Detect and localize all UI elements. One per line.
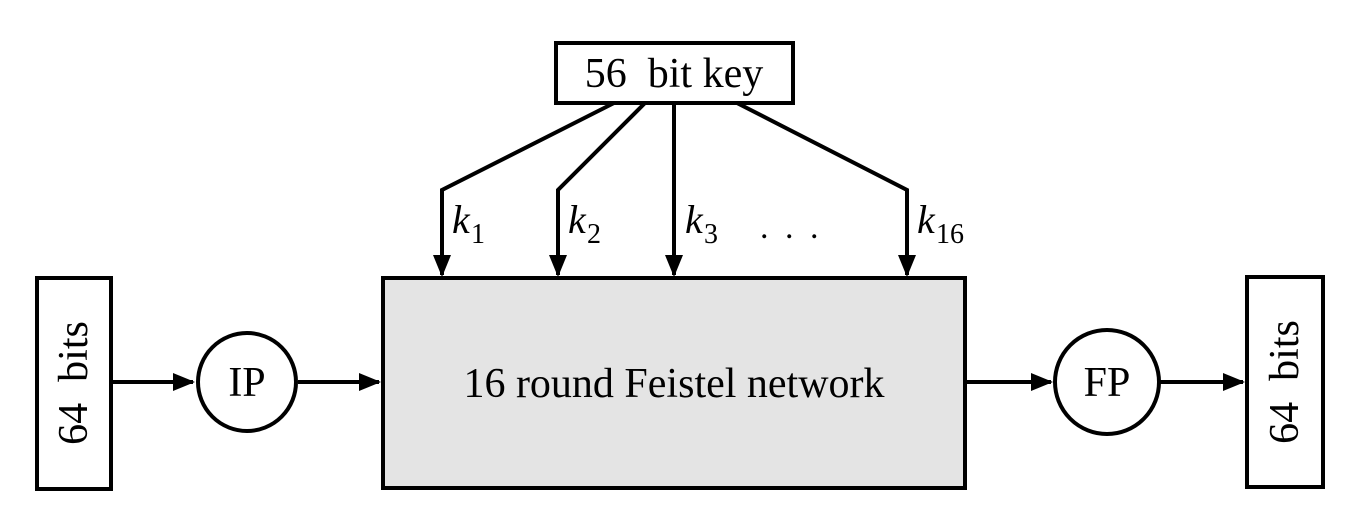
fp-node-label: FP	[1084, 360, 1131, 406]
input-bits-box	[35, 276, 113, 491]
key-arrow-k1	[433, 101, 615, 277]
key-box-label: 56 bit key	[585, 51, 763, 97]
round-key-sub-k16: 16	[936, 219, 964, 250]
output-bits-box	[1245, 275, 1325, 489]
round-key-sub-k3: 3	[704, 219, 718, 250]
key-arrow-k16	[736, 101, 916, 277]
round-key-label-k16: k	[917, 197, 936, 242]
output-bits-label: 64 bits	[1262, 320, 1308, 444]
round-key-label-k3: k	[685, 197, 704, 242]
ip-node-label: IP	[228, 360, 265, 406]
ellipsis-label: . . .	[760, 209, 823, 246]
key-arrow-k2	[549, 101, 647, 277]
input-bits-label: 64 bits	[51, 321, 97, 445]
round-key-label-k1: k	[452, 197, 471, 242]
round-key-label-k2: k	[568, 197, 587, 242]
round-key-sub-k2: 2	[587, 219, 601, 250]
ip-node	[196, 331, 298, 433]
feistel-box-label: 16 round Feistel network	[463, 361, 884, 407]
feistel-network-box	[381, 276, 967, 490]
round-key-sub-k1: 1	[471, 219, 485, 250]
